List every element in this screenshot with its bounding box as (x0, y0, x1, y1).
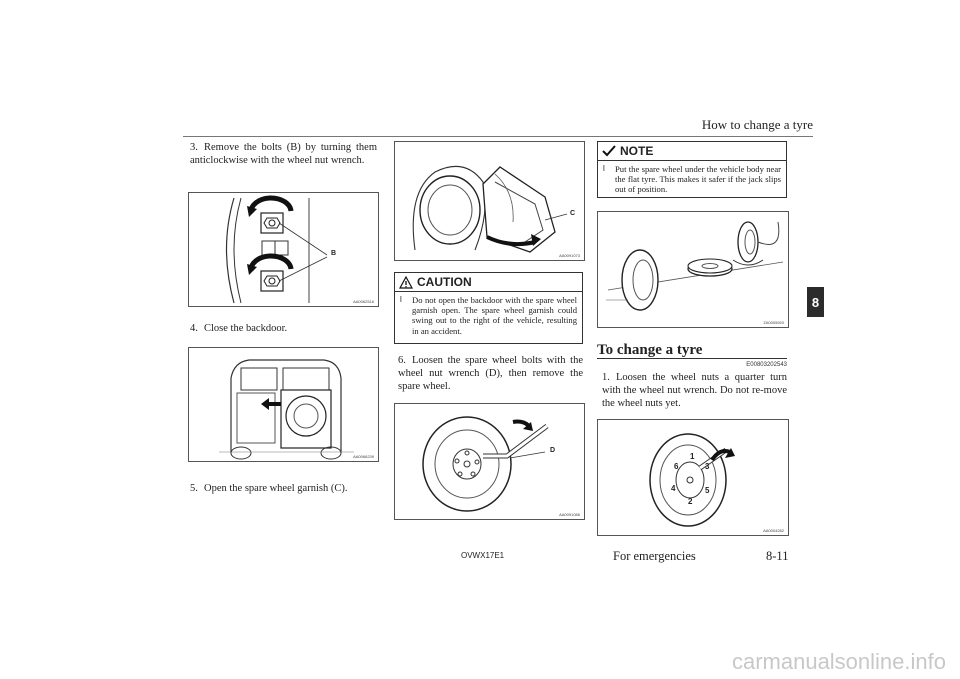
bullet-marker: l (400, 295, 402, 304)
caution-header: CAUTION (395, 273, 582, 292)
figure-id: AA0066239 (353, 454, 374, 459)
caution-title: CAUTION (417, 275, 472, 289)
figure-id: AA0091086 (559, 512, 580, 517)
figure-remove-bolts: B AA0062516 (188, 192, 379, 307)
section-rule (597, 358, 787, 359)
callout-b: B (331, 250, 337, 257)
running-title: How to change a tyre (701, 117, 813, 132)
figure-id: ZA0005920 (763, 320, 784, 325)
note-body: l Put the spare wheel under the vehicle … (598, 161, 786, 199)
step-6: 6.Loosen the spare wheel bolts with the … (398, 354, 583, 393)
garnish-illustration (412, 165, 568, 253)
note-text: Put the spare wheel under the vehicle bo… (615, 164, 781, 195)
step-text: Close the backdoor. (204, 323, 288, 334)
section-code: E00803202543 (746, 362, 787, 368)
spare-wheel-illustration (422, 416, 549, 512)
step-4: 4. Close the backdoor. (190, 322, 377, 335)
step-number: 4. (190, 323, 198, 334)
footer-page-number: 8-11 (766, 549, 789, 563)
figure-id: AA0004282 (763, 528, 784, 533)
note-header: NOTE (598, 142, 786, 161)
step-text: Loosen the wheel nuts a quarter turn wit… (602, 372, 787, 409)
caution-body: l Do not open the backdoor with the spar… (395, 292, 582, 340)
step-number: 5. (190, 483, 198, 494)
nut-label: 2 (688, 497, 693, 506)
figure-loosen-nuts: 1 2 3 4 5 6 AA0004282 (597, 419, 789, 536)
spare-under-illustration (606, 221, 784, 311)
figure-spare-under-body: ZA0005920 (597, 211, 789, 328)
caution-box: CAUTION l Do not open the backdoor with … (394, 272, 583, 344)
nut-label: 4 (671, 484, 676, 493)
watermark: carmanualsonline.info (731, 649, 946, 674)
step-text: Open the spare wheel garnish (C). (204, 483, 348, 494)
step-3: 3.Remove the bolts (B) by turning them a… (190, 141, 377, 167)
note-title: NOTE (620, 144, 654, 158)
figure-id: AA0091073 (559, 253, 580, 258)
nut-label: 1 (690, 452, 695, 461)
figure-remove-spare: D AA0091086 (394, 403, 585, 520)
callout-c: C (570, 210, 576, 217)
figure-close-backdoor: AA0066239 (188, 347, 379, 462)
checkmark-icon (602, 145, 616, 157)
nut-label: 5 (705, 486, 710, 495)
footer-section-name: For emergencies (613, 549, 696, 563)
header-rule (183, 136, 813, 137)
warning-triangle-icon (399, 275, 413, 289)
caution-text: Do not open the backdoor with the spare … (412, 295, 577, 336)
nut-label: 3 (705, 462, 710, 471)
section-title: To change a tyre (597, 342, 703, 358)
step-number: 3. (190, 142, 198, 153)
step-number: 1. (602, 372, 610, 383)
step-text: Loosen the spare wheel bolts with the wh… (398, 355, 583, 392)
figure-id: AA0062516 (353, 299, 374, 304)
step-5: 5. Open the spare wheel garnish (C). (190, 482, 377, 495)
bolts-illustration (225, 195, 328, 304)
step-number: 6. (398, 355, 406, 366)
note-box: NOTE l Put the spare wheel under the veh… (597, 141, 787, 198)
step-text: Remove the bolts (B) by turning them ant… (190, 142, 377, 166)
nut-label: 6 (674, 462, 679, 471)
figure-open-garnish: C AA0091073 (394, 141, 585, 261)
callout-d: D (550, 447, 556, 454)
backdoor-illustration (219, 359, 354, 460)
footer-doc-code: OVWX17E1 (461, 551, 505, 560)
wheel-nuts-illustration (649, 433, 735, 527)
chapter-tab: 8 (807, 287, 824, 317)
bullet-marker: l (603, 164, 605, 173)
step-1: 1.Loosen the wheel nuts a quarter turn w… (602, 371, 787, 410)
